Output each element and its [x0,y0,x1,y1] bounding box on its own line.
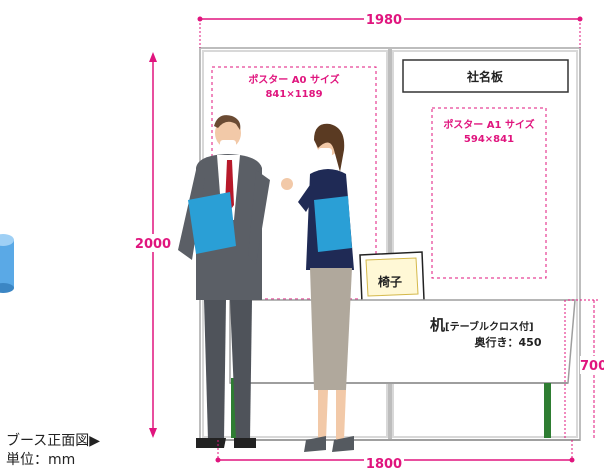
desk-depth: 奥行き：450 [474,335,542,349]
desk-width-dimension: 1800 [215,300,575,472]
width-value: 1980 [366,13,402,28]
desk-leg-left [231,378,238,438]
chair-label: 椅子 [378,274,402,289]
desk-width-value: 1800 [366,457,402,472]
desk-height-dimension: 700 [568,299,604,440]
poster-a0-size: 841×1189 [265,89,322,100]
man-figure [178,115,270,448]
caption-view: ブース正面図▶ [6,433,101,449]
name-board-label: 社名板 [466,69,504,84]
chair: 椅子 [359,251,425,304]
desk-leg-right [544,383,551,438]
height-value: 2000 [135,237,171,252]
woman-figure [281,123,354,452]
poster-a1-title: ポスター A1 サイズ [443,118,534,131]
width-dimension: 1980 [197,10,583,48]
svg-text:机[テーブルクロス付]: 机[テーブルクロス付] [430,316,534,334]
height-dimension: 2000 [132,52,172,438]
name-board [402,59,569,93]
poster-a1-area [431,107,547,279]
desk-label-sub: [テーブルクロス付] [445,320,534,333]
poster-a0-title: ポスター A0 サイズ [248,73,339,86]
cylinder-object [0,234,14,293]
caption-unit: 単位：mm [6,452,76,468]
desk-label: 机 [430,316,445,334]
desk-height-value: 700 [580,359,604,374]
poster-a1-size: 594×841 [464,134,514,145]
